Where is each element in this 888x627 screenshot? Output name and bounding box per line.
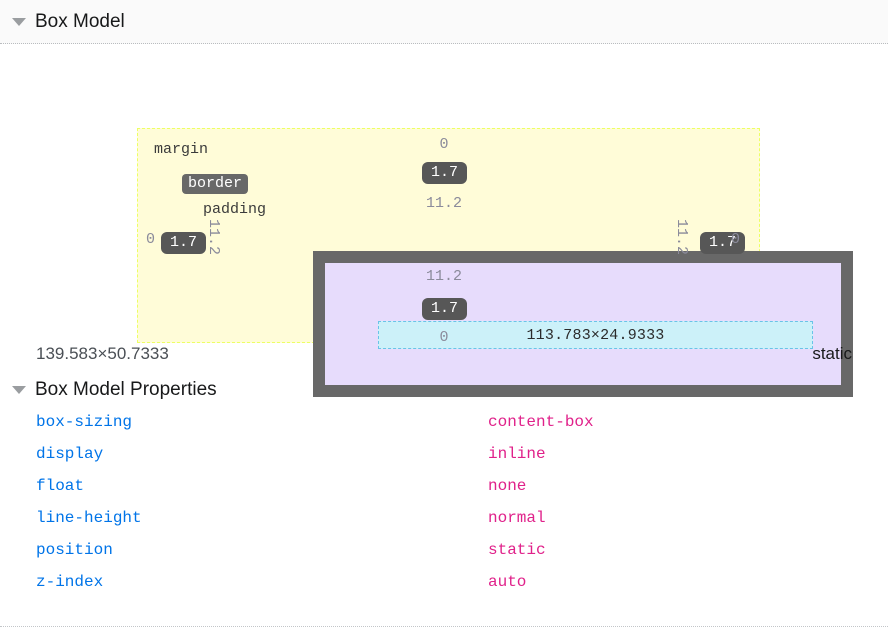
table-row[interactable]: box-sizing content-box — [0, 406, 888, 438]
border-left-value[interactable]: 1.7 — [161, 232, 206, 254]
property-name[interactable]: box-sizing — [36, 413, 488, 431]
page-title: Box Model — [35, 11, 125, 33]
table-row[interactable]: line-height normal — [0, 502, 888, 534]
border-region[interactable]: 113.783×24.9333 — [313, 251, 853, 397]
box-model-diagram: 113.783×24.9333 margin border padding 0 … — [0, 44, 888, 334]
border-region-label: border — [182, 174, 248, 194]
table-row[interactable]: z-index auto — [0, 566, 888, 598]
padding-bottom-value[interactable]: 11.2 — [422, 268, 466, 285]
margin-right-value[interactable]: 0 — [731, 231, 740, 248]
padding-right-value[interactable]: 11.2 — [673, 219, 690, 255]
box-model-header[interactable]: Box Model — [0, 0, 888, 44]
property-value[interactable]: auto — [488, 573, 526, 591]
table-row[interactable]: float none — [0, 470, 888, 502]
box-model-summary: 139.583×50.7333 static — [0, 334, 888, 374]
property-value[interactable]: none — [488, 477, 526, 495]
property-value[interactable]: static — [488, 541, 546, 559]
properties-title: Box Model Properties — [35, 379, 217, 401]
property-name[interactable]: line-height — [36, 509, 488, 527]
total-size-label: 139.583×50.7333 — [36, 344, 169, 364]
table-row[interactable]: display inline — [0, 438, 888, 470]
property-value[interactable]: content-box — [488, 413, 594, 431]
property-name[interactable]: display — [36, 445, 488, 463]
property-name[interactable]: z-index — [36, 573, 488, 591]
border-bottom-value[interactable]: 1.7 — [422, 298, 467, 320]
margin-top-value[interactable]: 0 — [424, 136, 464, 153]
property-name[interactable]: position — [36, 541, 488, 559]
border-top-value[interactable]: 1.7 — [422, 162, 467, 184]
property-name[interactable]: float — [36, 477, 488, 495]
padding-region-label: padding — [203, 201, 266, 218]
margin-region-label: margin — [154, 141, 208, 158]
table-row[interactable]: position static — [0, 534, 888, 566]
property-value[interactable]: inline — [488, 445, 546, 463]
chevron-down-icon[interactable] — [12, 386, 26, 394]
chevron-down-icon[interactable] — [12, 18, 26, 26]
property-value[interactable]: normal — [488, 509, 546, 527]
padding-top-value[interactable]: 11.2 — [422, 195, 466, 212]
properties-list: box-sizing content-box display inline fl… — [0, 406, 888, 598]
margin-left-value[interactable]: 0 — [146, 231, 155, 248]
position-value-label: static — [812, 344, 852, 364]
padding-left-value[interactable]: 11.2 — [205, 219, 222, 255]
